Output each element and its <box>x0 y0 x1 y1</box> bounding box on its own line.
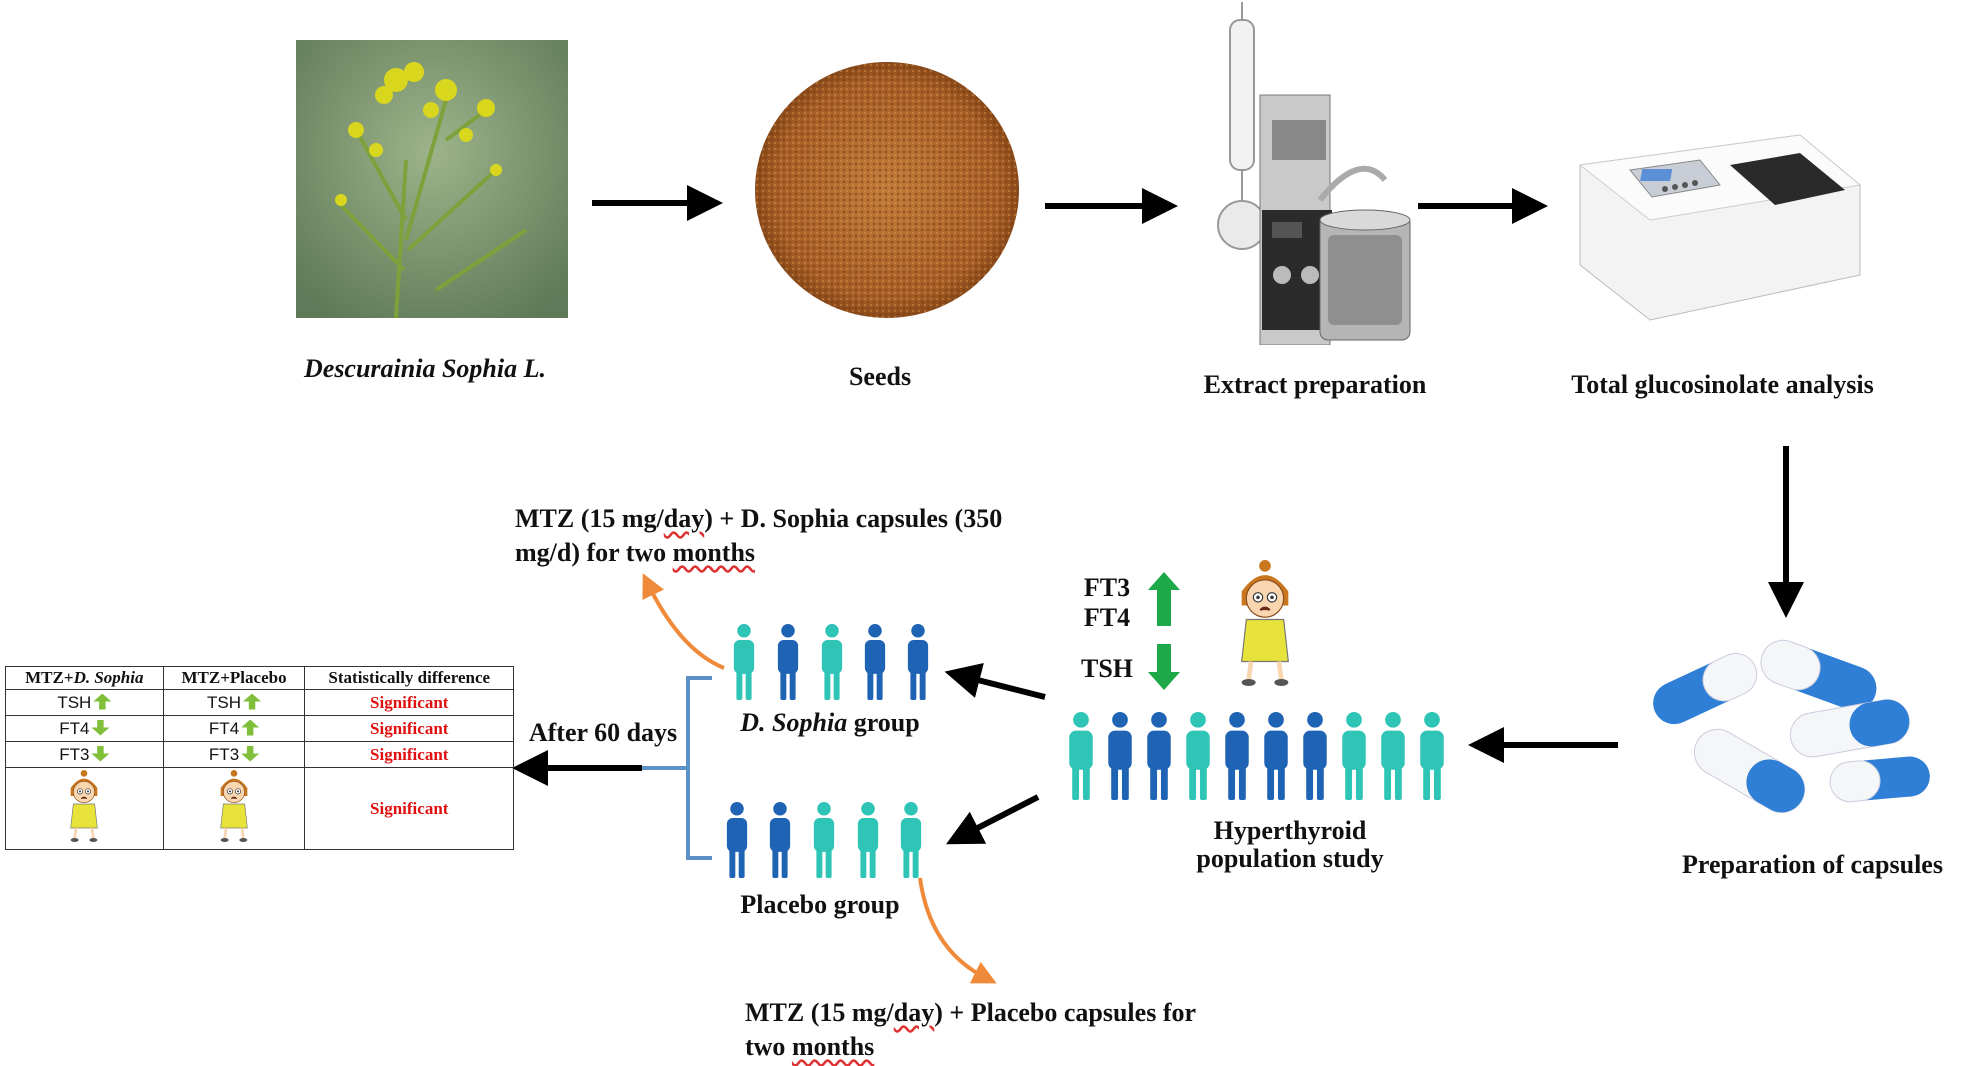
seeds-caption: Seeds <box>848 362 912 391</box>
note-text: MTZ (15 mg/ <box>745 998 894 1027</box>
plant-caption: Descurainia Sophia L. <box>304 354 546 383</box>
note-text: day <box>893 998 935 1027</box>
up-arrow-icon <box>1148 572 1180 626</box>
note-text: two <box>745 1032 792 1061</box>
orange-curve-placebo <box>918 877 997 984</box>
down-arrow-icon <box>91 719 110 736</box>
cell: FT4 <box>162 715 306 742</box>
sophia-group-caption: D. Sophia group <box>735 708 925 738</box>
plant-photo <box>296 40 568 318</box>
header-sophia-name: D. Sophia <box>73 668 144 687</box>
header-placebo: MTZ+Placebo <box>162 666 306 690</box>
note-text: months <box>791 1032 875 1061</box>
significance-cell: Significant <box>304 689 514 716</box>
significance-cell: Significant <box>304 741 514 768</box>
arrow-population-to-placebo <box>945 794 1040 845</box>
after-60-days-label: After 60 days <box>528 718 678 747</box>
note-text: ) + D. Sophia capsules (350 <box>704 504 1003 533</box>
group-bracket <box>642 676 712 860</box>
up-arrow-icon <box>241 719 260 736</box>
up-arrow-icon <box>243 693 262 710</box>
arrow-population-to-sophia <box>944 662 1046 700</box>
sophia-group-name: D. Sophia <box>740 708 848 737</box>
header-difference: Statistically difference <box>304 666 514 690</box>
note-text: ) + Placebo capsules for <box>934 998 1197 1027</box>
table-row: FT4 FT4 Significant <box>5 715 514 742</box>
hormone-label: FT3 <box>59 744 90 764</box>
cell: TSH <box>5 689 164 716</box>
placebo-group-caption: Placebo group <box>740 890 900 919</box>
extract-caption: Extract preparation <box>1203 370 1427 399</box>
population-caption-line2: population study <box>1196 844 1384 873</box>
orange-curve-sophia <box>642 573 725 670</box>
sophia-group-people <box>733 624 929 700</box>
table-row: TSH TSH Significant <box>5 689 514 716</box>
note-text: mg/d) for two <box>515 538 673 567</box>
analysis-caption: Total glucosinolate analysis <box>1571 370 1874 399</box>
cell: FT4 <box>5 715 164 742</box>
rotary-evaporator-image <box>1217 2 1411 345</box>
hormone-label: FT4 <box>208 718 240 738</box>
cell: FT3 <box>5 741 164 768</box>
table-header-row: MTZ+D. Sophia MTZ+Placebo Statistically … <box>5 666 514 690</box>
tsh-label: TSH <box>1080 654 1134 683</box>
results-table: MTZ+D. Sophia MTZ+Placebo Statistically … <box>5 666 514 850</box>
cell: TSH <box>162 689 306 716</box>
note-text: day <box>663 504 705 533</box>
sophia-treatment-note: MTZ (15 mg/day) + D. Sophia capsules (35… <box>515 502 1015 570</box>
note-text: MTZ (15 mg/ <box>515 504 664 533</box>
hormone-label: FT4 <box>59 718 90 738</box>
cell <box>5 767 164 850</box>
girl-illustration <box>219 769 249 843</box>
population-people <box>1069 712 1444 800</box>
hormone-label: TSH <box>207 692 242 712</box>
down-arrow-icon <box>91 745 110 762</box>
capsules-caption: Preparation of capsules <box>1682 850 1943 879</box>
ft4-label: FT4 <box>1083 603 1131 632</box>
population-caption-line1: Hyperthyroid <box>1213 816 1367 845</box>
girl-illustration <box>69 769 99 843</box>
hormone-label: TSH <box>57 692 92 712</box>
down-arrow-icon <box>241 745 260 762</box>
cell: FT3 <box>162 741 306 768</box>
capsules-image <box>1653 639 1930 813</box>
ft3-label: FT3 <box>1083 573 1131 602</box>
cell <box>162 767 306 850</box>
note-text: months <box>672 538 756 567</box>
up-arrow-icon <box>93 693 112 710</box>
down-arrow-icon <box>1148 644 1180 690</box>
table-row: Significant <box>5 767 514 850</box>
header-sophia: MTZ+D. Sophia <box>5 666 164 690</box>
placebo-treatment-note: MTZ (15 mg/day) + Placebo capsules for t… <box>745 996 1265 1064</box>
placebo-group-people <box>726 802 922 878</box>
seeds-image <box>755 62 1019 318</box>
hormone-label: FT3 <box>208 744 240 764</box>
sophia-group-suffix: group <box>847 708 920 737</box>
significance-cell: Significant <box>304 767 514 850</box>
significance-cell: Significant <box>304 715 514 742</box>
spectrophotometer-image <box>1578 134 1862 321</box>
table-row: FT3 FT3 Significant <box>5 741 514 768</box>
